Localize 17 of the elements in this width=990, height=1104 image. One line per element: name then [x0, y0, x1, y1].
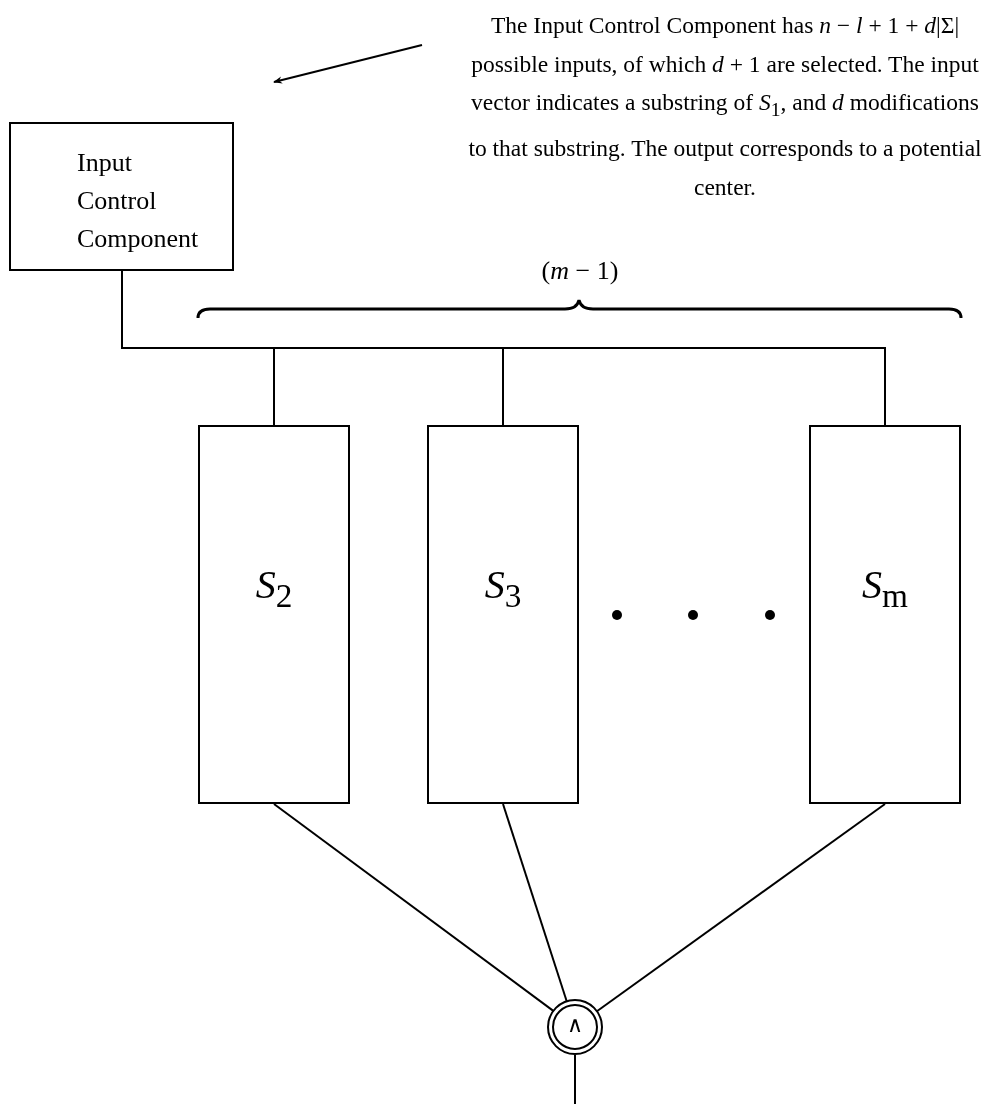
- connector-line: [273, 803, 555, 1012]
- string-box: [427, 425, 579, 804]
- connector-line: [502, 803, 568, 1003]
- string-box: [198, 425, 350, 804]
- component-box: [9, 122, 234, 271]
- string-label: S$_{m}$: [862, 562, 908, 607]
- count-label: (m − 1): [541, 256, 619, 285]
- connector-line: [595, 803, 886, 1013]
- component-label: Input Control Component: [77, 148, 199, 253]
- pointer-arrow: [273, 44, 423, 84]
- string-label: S$_{2}$: [255, 562, 293, 607]
- string-label: S$_{3}$: [484, 562, 522, 607]
- and-symbol: ∧: [566, 1012, 584, 1037]
- and-gate-circle: [547, 999, 603, 1055]
- note-text: The Input Control Component has n − l + 1 + d|Σ| possible inputs, of which d + 1 are selected. The input vector indicates a substring of S$_{1}$, and d modifications to that substring. The output corresponds to a potential center.: [468, 12, 982, 200]
- output-line: [574, 1054, 576, 1104]
- string-box: [809, 425, 961, 804]
